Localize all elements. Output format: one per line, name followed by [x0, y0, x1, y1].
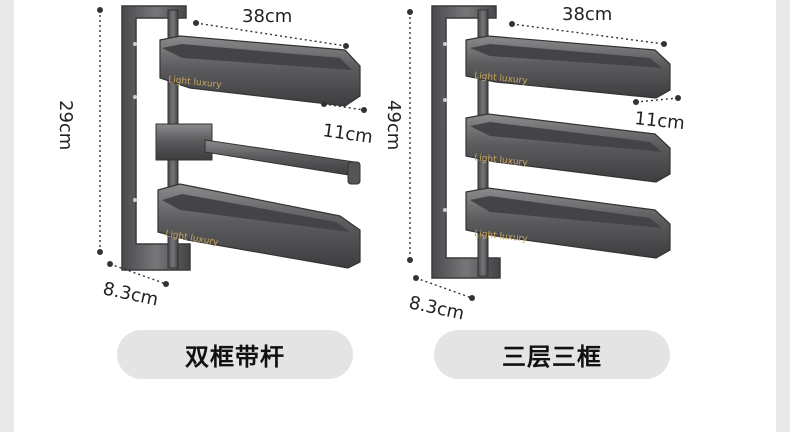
right-width-label: 38cm [562, 4, 612, 25]
right-height-label: 49cm [383, 100, 404, 150]
left-caption: 双框带杆 [185, 343, 285, 371]
left-height-label: 29cm [55, 100, 76, 150]
left-rod-end [347, 161, 361, 185]
right-base-label: 8.3cm [407, 292, 466, 320]
left-clamp-frame [121, 5, 191, 271]
product-illustration: Light luxury Light luxury 38cm 29cm 11cm… [55, 4, 686, 320]
right-product: Light luxury Light luxury Light luxury 3… [383, 4, 686, 320]
left-towel-rod [204, 139, 356, 177]
right-caption-pill: 三层三框 [434, 330, 670, 379]
left-rod-bracket [155, 123, 213, 161]
left-width-label: 38cm [242, 6, 292, 27]
right-caption: 三层三框 [502, 343, 602, 371]
left-caption-pill: 双框带杆 [117, 330, 353, 379]
left-product: Light luxury Light luxury 38cm 29cm 11cm… [55, 5, 374, 311]
right-clamp-frame [431, 5, 501, 279]
left-depth-label: 11cm [321, 120, 374, 148]
left-base-label: 8.3cm [101, 278, 160, 310]
right-depth-label: 11cm [633, 108, 685, 134]
